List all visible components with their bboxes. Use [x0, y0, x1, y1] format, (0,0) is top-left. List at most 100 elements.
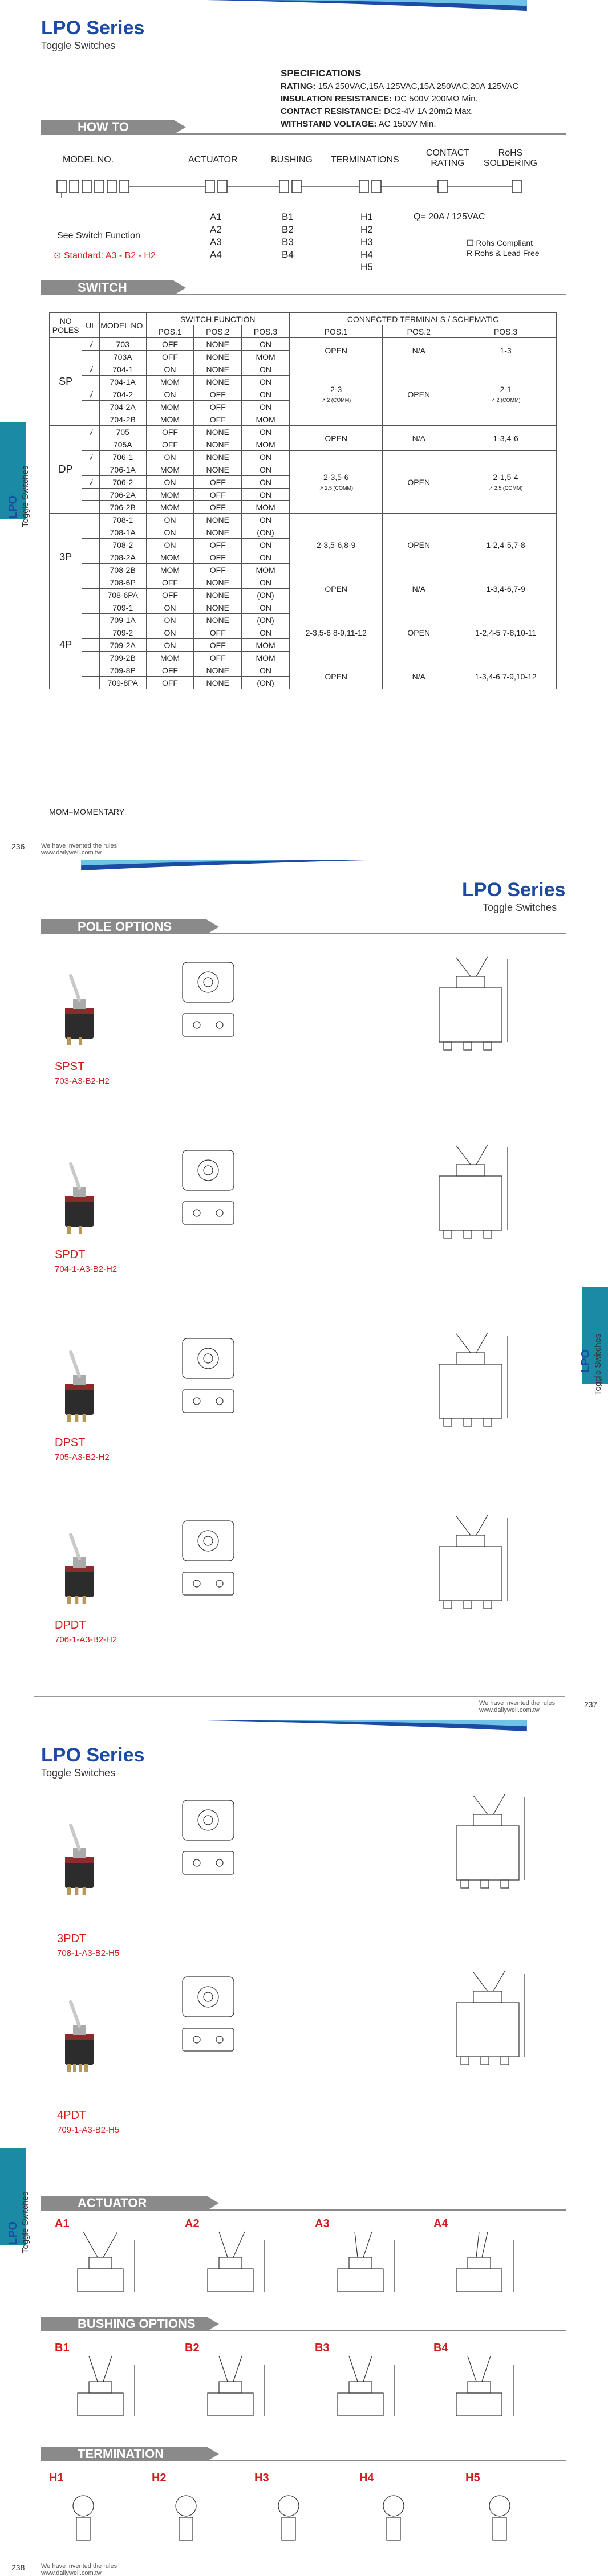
- actuator-options-title: ACTUATOR OPTIONS: [78, 2196, 147, 2225]
- insulation-value: DC 500V 200MΩ Min.: [394, 94, 478, 104]
- catalog-page-2: LPO Series Toggle Switches POLE OPTIONS …: [0, 860, 608, 1716]
- footer-url: www.dailywell.com.tw: [41, 2570, 102, 2576]
- actuator-a3: A3: [210, 237, 222, 247]
- position-cell: OFF: [145, 350, 194, 363]
- catalog-page-1: LPO Series Toggle Switches SPECIFICATION…: [0, 0, 608, 855]
- position-cell: OFF: [193, 388, 242, 401]
- ul-cell: [82, 676, 100, 689]
- side-label-sub: Toggle Switches: [21, 2191, 30, 2253]
- model-cell: 704-1: [99, 363, 147, 376]
- connected-terminals-text: 1-3: [500, 345, 512, 355]
- position-cell: OFF: [193, 475, 242, 489]
- position-cell: ON: [241, 425, 290, 438]
- rating-value: 15A 250VAC,15A 125VAC,15A 250VAC,20A 125…: [318, 82, 519, 91]
- connected-terminals-cell: N/A: [382, 425, 456, 451]
- position-cell: MOM: [241, 500, 290, 514]
- position-cell: ON: [241, 388, 290, 401]
- side-label-sub: Toggle Switches: [593, 1333, 603, 1395]
- connected-terminals-cell: 1-3,4-6 7-9,10-12: [455, 664, 557, 689]
- bushing-option-label: B3: [315, 2342, 330, 2354]
- bushing-b2: B2: [282, 224, 294, 235]
- product-code: 704-1-A3-B2-H2: [55, 1264, 117, 1274]
- ul-cell: [82, 613, 100, 626]
- footer-text: We have invented the rules: [41, 2563, 117, 2570]
- ul-cell: [82, 463, 100, 476]
- technical-drawing: [182, 956, 508, 1051]
- model-cell: 708-1A: [99, 526, 147, 539]
- position-cell: NONE: [193, 425, 242, 438]
- connected-terminals-cell: N/A: [382, 576, 456, 601]
- ul-cell: [82, 626, 100, 639]
- connected-terminals-text: 1-3,4-6,7-9: [486, 584, 525, 593]
- technical-drawing: [182, 1144, 508, 1239]
- connected-terminals-cell: OPEN: [289, 664, 383, 689]
- position-cell: NONE: [193, 463, 242, 476]
- position-cell: ON: [145, 450, 194, 463]
- position-cell: NONE: [193, 363, 242, 376]
- connected-terminals-cell: 1-3,4-6: [455, 425, 557, 451]
- insulation-label: INSULATION RESISTANCE:: [281, 94, 392, 104]
- product-name: SPST: [55, 1060, 85, 1073]
- section-rule: [41, 2460, 566, 2461]
- model-cell: 709-1A: [99, 613, 147, 626]
- position-cell: MOM: [241, 413, 290, 426]
- bushing-drawing: [337, 2355, 395, 2416]
- position-cell: MOM: [241, 350, 290, 363]
- ul-cell: √: [82, 450, 100, 463]
- connected-terminals-cell: OPEN: [382, 450, 456, 514]
- footer-url: www.dailywell.com.tw: [479, 1707, 540, 1714]
- position-cell: MOM: [145, 551, 194, 564]
- connected-terminals-text: 1-3,4-6 7-9,10-12: [475, 672, 537, 681]
- position-cell: (ON): [241, 613, 290, 626]
- position-cell: OFF: [145, 337, 194, 351]
- position-cell: MOM: [241, 638, 290, 652]
- order-head-terminations: TERMINATIONS: [331, 155, 399, 165]
- actuator-option-label: A3: [315, 2217, 330, 2230]
- connected-terminals-text: 2-3,5-6,8-9: [316, 540, 356, 550]
- schematic-symbol: ↗ 2,5 (COMM): [319, 485, 353, 491]
- position-cell: MOM: [145, 400, 194, 413]
- position-cell: ON: [241, 400, 290, 413]
- position-cell: ON: [145, 513, 194, 526]
- position-cell: NONE: [193, 513, 242, 526]
- ul-cell: √: [82, 425, 100, 438]
- position-cell: ON: [145, 601, 194, 614]
- rating-label: RATING:: [281, 82, 316, 91]
- termination-option-label: H5: [465, 2472, 480, 2484]
- how-to-order-title: HOW TO ORDER: [78, 120, 129, 149]
- position-cell: OFF: [193, 638, 242, 652]
- termination-option-label: H1: [49, 2472, 64, 2484]
- position-cell: NONE: [193, 576, 242, 589]
- actuator-options-list: A1 A2 A3 A4: [210, 211, 222, 261]
- termination-option-label: H2: [152, 2472, 167, 2484]
- technical-drawing: [182, 1332, 508, 1427]
- model-cell: 703A: [99, 350, 147, 363]
- actuator-options-header: ACTUATOR OPTIONS: [41, 2196, 219, 2225]
- side-label: LPO Toggle Switches: [5, 433, 39, 530]
- col-ct-pos2: POS.2: [382, 325, 456, 338]
- bushing-b3: B3: [282, 237, 294, 247]
- model-cell: 704-2A: [99, 400, 147, 413]
- termination-options-title: TERMINATION OPTIONS: [78, 2447, 164, 2476]
- ul-cell: [82, 638, 100, 652]
- col-pos3: POS.3: [241, 325, 290, 338]
- order-code-boxes: [56, 180, 522, 198]
- termination-drawing: [489, 2495, 510, 2541]
- position-cell: ON: [145, 538, 194, 551]
- connected-terminals-cell: OPEN: [289, 337, 383, 363]
- checkbox-icon: ☐: [467, 238, 476, 247]
- model-cell: 706-2A: [99, 488, 147, 501]
- position-cell: ON: [241, 513, 290, 526]
- ul-cell: [82, 438, 100, 451]
- connected-terminals-text: 1-2,4-5 7-8,10-11: [475, 628, 537, 637]
- termination-drawing: [278, 2495, 299, 2541]
